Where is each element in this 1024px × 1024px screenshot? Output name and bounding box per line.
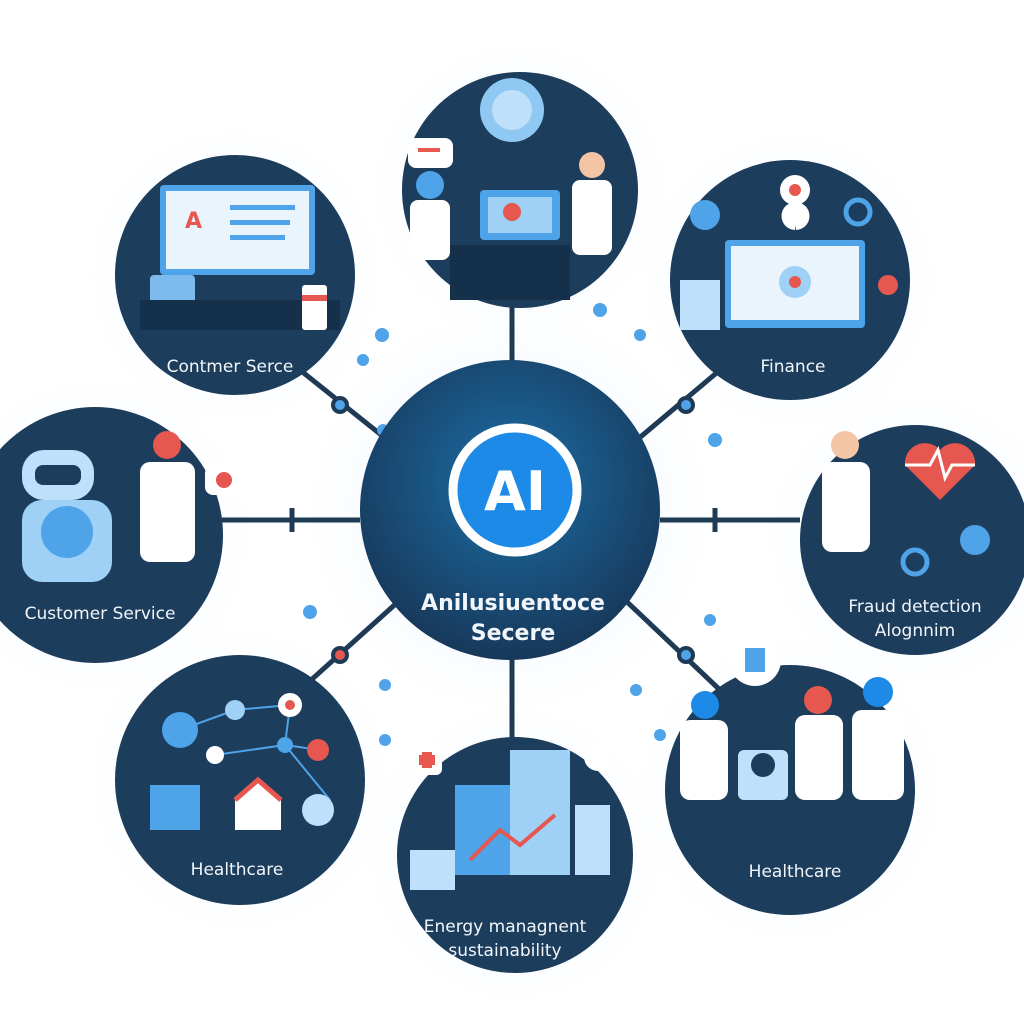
connector-nodes bbox=[331, 396, 695, 664]
node-label: Healthcare bbox=[749, 862, 842, 882]
network-node-icon bbox=[162, 712, 198, 748]
node-label: Healthcare bbox=[191, 860, 284, 880]
node-label: Finance bbox=[760, 357, 825, 377]
node-label: Alognnim bbox=[875, 621, 955, 641]
gear-icon bbox=[843, 197, 873, 227]
chat-bubble-icon bbox=[408, 138, 453, 168]
node-top-right[interactable]: Finance bbox=[670, 160, 910, 400]
hub-subtitle: Secere bbox=[471, 621, 556, 646]
trend-line-icon bbox=[468, 813, 557, 862]
building-icon bbox=[150, 785, 200, 830]
hub-title: Anilusiuentoce bbox=[421, 591, 605, 616]
plant-icon bbox=[878, 275, 898, 295]
ai-logo bbox=[448, 423, 582, 557]
connectors bbox=[222, 300, 800, 740]
node-bottom-left[interactable]: Healthcare bbox=[115, 655, 365, 905]
location-pin-icon bbox=[781, 202, 810, 230]
node-top-left[interactable]: A Contmer Serce bbox=[115, 155, 355, 395]
lock-icon bbox=[584, 743, 612, 771]
decorative-dots bbox=[303, 303, 722, 746]
sensor-icon bbox=[960, 525, 990, 555]
node-bottom[interactable]: Energy managnent sustainability bbox=[397, 737, 633, 973]
node-label: Contmer Serce bbox=[167, 357, 294, 377]
ai-logo-text: AI bbox=[484, 460, 546, 523]
node-label: Energy managnent bbox=[424, 917, 587, 937]
node-label: Fraud detection bbox=[848, 597, 981, 617]
coffee-cup-icon bbox=[302, 285, 327, 330]
node-label: Customer Service bbox=[25, 604, 176, 624]
svg-text:A: A bbox=[185, 209, 202, 234]
hub[interactable]: AI Anilusiuentoce Secere bbox=[360, 360, 660, 660]
gear-icon bbox=[690, 200, 720, 230]
node-bottom-right[interactable]: Healthcare bbox=[665, 634, 915, 915]
node-label: sustainability bbox=[448, 941, 561, 961]
node-left[interactable]: Customer Service bbox=[0, 407, 243, 663]
node-top[interactable] bbox=[402, 72, 638, 308]
gear-icon bbox=[900, 547, 930, 577]
node-right[interactable]: Fraud detection Alognnim bbox=[800, 425, 1024, 655]
heart-icon bbox=[904, 443, 976, 500]
